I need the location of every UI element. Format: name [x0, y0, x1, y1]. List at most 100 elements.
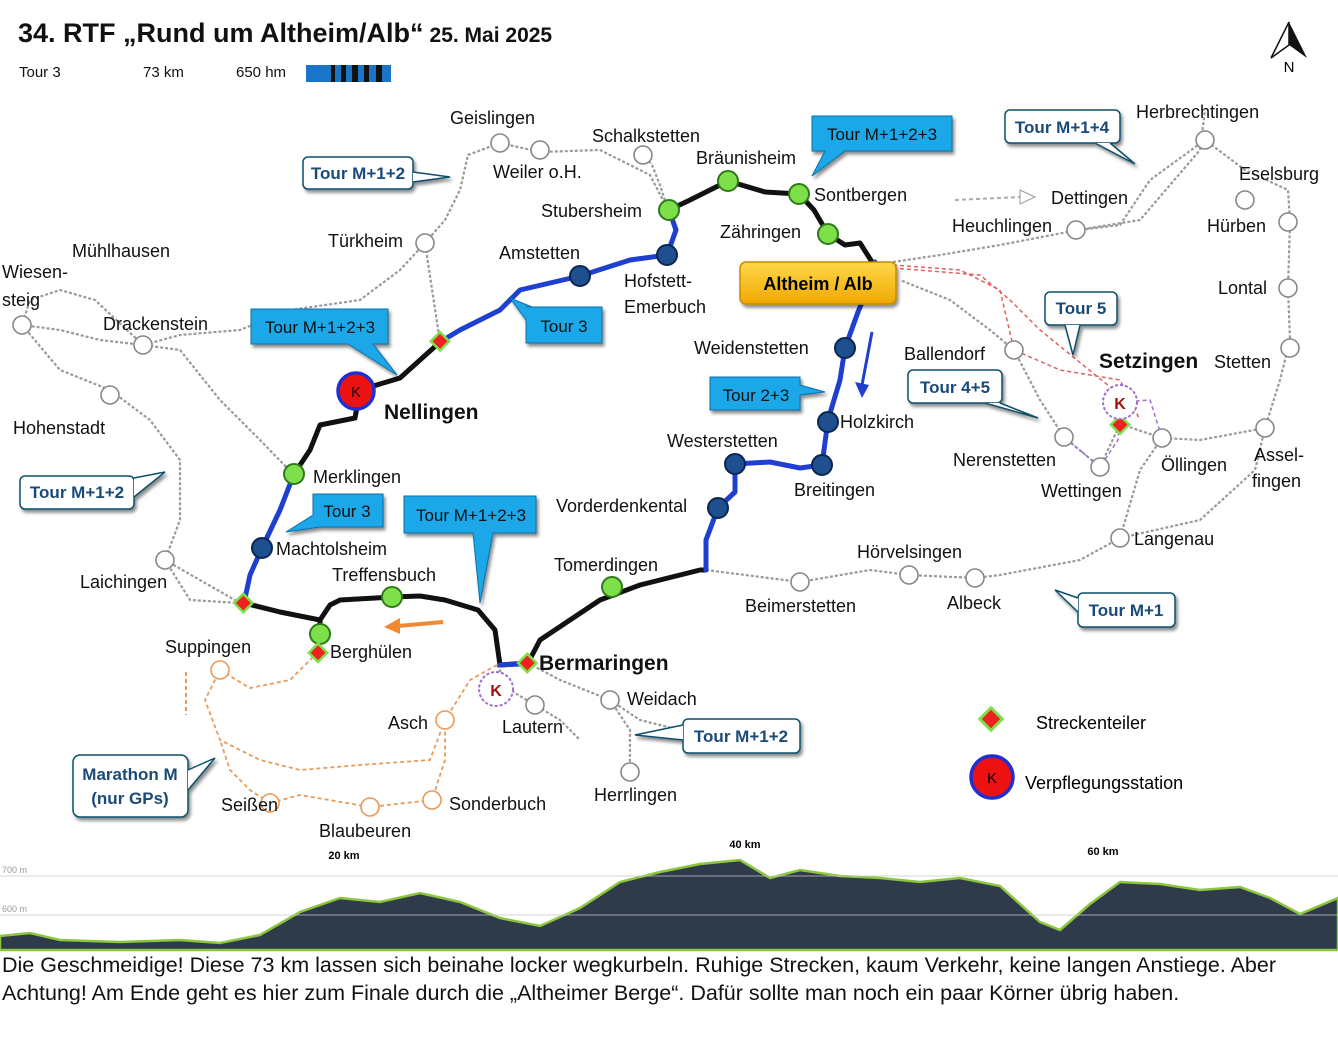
label-asch: Asch [388, 713, 428, 733]
direction-arrow-icon [384, 331, 874, 634]
callout-tour45: Tour 4+5 [920, 378, 990, 397]
svg-text:K: K [987, 770, 997, 787]
profile-km-40: 40 km [729, 839, 760, 851]
north-label: N [1284, 59, 1295, 76]
label-hurben: Hürben [1207, 216, 1266, 236]
legend-food-icon [969, 754, 1015, 800]
callout-m12-bottom: Tour M+1+2 [694, 727, 788, 746]
label-merklingen: Merklingen [313, 467, 401, 487]
callout-tour23: Tour 2+3 [723, 386, 790, 405]
altheim-label: Altheim / Alb [763, 274, 872, 294]
callout-tour3-b: Tour 3 [323, 502, 370, 521]
north-arrow-icon: N [1270, 21, 1307, 76]
profile-km-60: 60 km [1087, 846, 1118, 858]
label-suppingen: Suppingen [165, 637, 251, 657]
label-bermaringen: Bermaringen [539, 652, 669, 675]
label-holzkirch: Holzkirch [840, 412, 914, 432]
label-hohenstadt: Hohenstadt [13, 418, 105, 438]
label-weidenstetten: Weidenstetten [694, 338, 809, 358]
food-station-nellingen-icon: K [336, 371, 376, 411]
label-lontal: Lontal [1218, 278, 1267, 298]
label-nellingen: Nellingen [384, 401, 479, 424]
callout-marathon: Marathon M [82, 765, 177, 784]
label-laichingen: Laichingen [80, 572, 167, 592]
callout-m14: Tour M+1+4 [1015, 118, 1110, 137]
callout-m12-left: Tour M+1+2 [30, 483, 124, 502]
svg-text:600 m: 600 m [2, 904, 27, 914]
tour-description: Die Geschmeidige! Diese 73 km lassen sic… [2, 953, 1276, 1005]
red-route [892, 264, 1141, 421]
label-sontbergen: Sontbergen [814, 185, 907, 205]
label-ollingen: Öllingen [1161, 455, 1227, 475]
callout-m1: Tour M+1 [1089, 601, 1164, 620]
label-westerstetten: Westerstetten [667, 431, 778, 451]
callout-tour3-a: Tour 3 [540, 317, 587, 336]
legend-splitter-icon [977, 705, 1005, 733]
label-drackenstein: Drackenstein [103, 314, 208, 334]
label-lautern: Lautern [502, 717, 563, 737]
tour-elevation: 650 hm [236, 64, 287, 81]
label-berghulen: Berghülen [330, 642, 412, 662]
svg-text:K: K [490, 683, 502, 700]
label-herrlingen: Herrlingen [594, 785, 677, 805]
callout-m12-top: Tour M+1+2 [311, 164, 405, 183]
label-steig: steig [2, 290, 40, 310]
label-ballendorf: Ballendorf [904, 344, 986, 364]
blue-nodes [251, 244, 856, 559]
label-turkheim: Türkheim [328, 231, 403, 251]
label-wettingen: Wettingen [1041, 481, 1122, 501]
label-geislingen: Geislingen [450, 108, 535, 128]
label-vorderdenkental: Vorderdenkental [556, 496, 687, 516]
label-treffensbuch: Treffensbuch [332, 565, 436, 585]
elevation-profile: 700 m 600 m 20 km 40 km 60 km [0, 839, 1338, 952]
label-weiler: Weiler o.H. [493, 162, 582, 182]
place-labels: Geislingen Schalkstetten Bräunisheim Wei… [2, 102, 1319, 841]
label-horvelsingen: Hörvelsingen [857, 542, 962, 562]
page-title: 34. RTF „Rund um Altheim/Alb“25. Mai 202… [18, 18, 553, 48]
callouts-white: Tour M+1+2 Tour M+1+4 Tour 5 Tour 4+5 To… [19, 109, 1176, 818]
label-schalkstetten: Schalkstetten [592, 126, 700, 146]
legend: Streckenteiler K Verpflegungsstation [969, 705, 1183, 800]
svg-text:K: K [351, 384, 361, 401]
place-nodes-orange [210, 660, 455, 817]
altheim-start-box [739, 261, 897, 305]
label-wiesen: Wiesen- [2, 262, 68, 282]
callout-m123-top: Tour M+1+2+3 [827, 125, 937, 144]
food-station-bermaringen-icon: K [478, 671, 514, 707]
label-assel: Assel- [1254, 445, 1304, 465]
label-hofstett: Hofstett- [624, 271, 692, 291]
label-amstetten: Amstetten [499, 243, 580, 263]
label-machtolsheim: Machtolsheim [276, 539, 387, 559]
callout-m123-left: Tour M+1+2+3 [265, 318, 375, 337]
elevation-bar-icon [306, 65, 391, 82]
label-nerenstetten: Nerenstetten [953, 450, 1056, 470]
callout-marathon-note: (nur GPs) [91, 789, 168, 808]
label-sonderbuch: Sonderbuch [449, 794, 546, 814]
label-langenau: Langenau [1134, 529, 1214, 549]
label-emerbuch: Emerbuch [624, 297, 706, 317]
label-muhlhausen: Mühlhausen [72, 241, 170, 261]
grey-arrow-icon [954, 189, 1037, 205]
profile-km-20: 20 km [328, 850, 359, 862]
label-zahringen: Zähringen [720, 222, 801, 242]
tour-distance: 73 km [143, 64, 184, 81]
label-beimerstetten: Beimerstetten [745, 596, 856, 616]
callouts-blue: Tour M+1+2+3 Tour 3 Tour M+1+2+3 Tour 2+… [250, 115, 953, 604]
label-herbrechtingen: Herbrechtingen [1136, 102, 1259, 122]
label-albeck: Albeck [947, 593, 1002, 613]
label-tomerdingen: Tomerdingen [554, 555, 658, 575]
place-nodes-white [12, 130, 1300, 782]
label-seissen: Seißen [221, 795, 278, 815]
label-fingen: fingen [1252, 471, 1301, 491]
event-date: 25. Mai 2025 [429, 24, 553, 47]
svg-text:K: K [1114, 396, 1126, 413]
splitter-icons [232, 330, 1131, 674]
label-setzingen: Setzingen [1099, 350, 1198, 373]
legend-splitter-label: Streckenteiler [1036, 713, 1146, 733]
label-heuchlingen: Heuchlingen [952, 216, 1052, 236]
label-breitingen: Breitingen [794, 480, 875, 500]
svg-text:700 m: 700 m [2, 865, 27, 875]
label-dettingen: Dettingen [1051, 188, 1128, 208]
label-weidach: Weidach [627, 689, 697, 709]
